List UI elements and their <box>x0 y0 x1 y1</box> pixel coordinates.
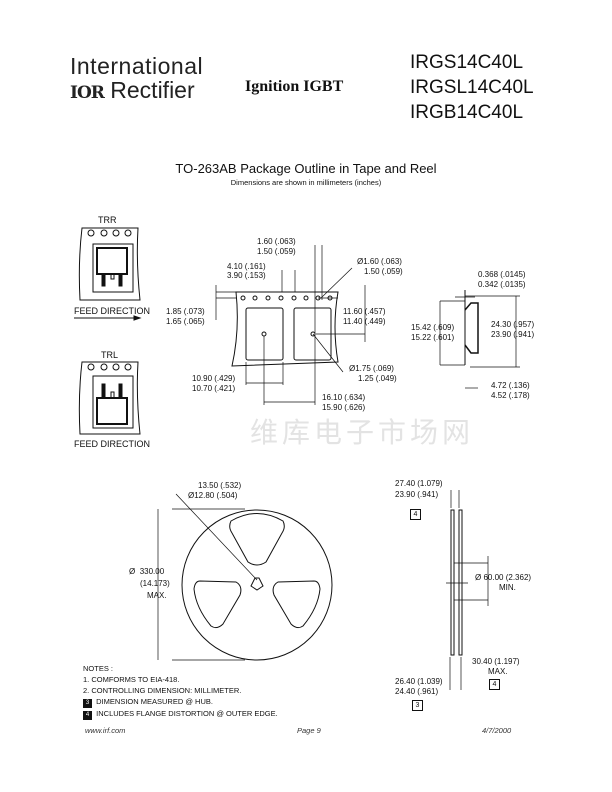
note-3: 3 DIMENSION MEASURED @ HUB. <box>83 696 278 708</box>
dim: 0.342 (.0135) <box>478 280 526 289</box>
dim: 11.40 (.449) <box>343 317 386 326</box>
dim: 13.50 (.532) <box>198 481 242 490</box>
dim: (14.173) <box>140 579 170 588</box>
dim: 1.85 (.073) <box>166 307 205 316</box>
ior-logo: IOR <box>70 83 105 103</box>
notes-heading: NOTES : <box>83 664 114 673</box>
watermark: 维库电子市场网 <box>250 416 475 449</box>
dim: Ø1.75 (.069) <box>349 364 394 373</box>
dim: 0.368 (.0145) <box>478 270 526 279</box>
dim: 1.25 (.049) <box>358 374 397 383</box>
tape-diagram <box>215 245 366 405</box>
part-number-2: IRGSL14C40L <box>410 77 534 98</box>
dim: MAX. <box>147 591 167 600</box>
dim: MIN. <box>499 583 516 592</box>
notes: NOTES : 1. COMFORMS TO EIA-418. 2. CONTR… <box>83 663 278 720</box>
page-subtitle: Dimensions are shown in millimeters (inc… <box>230 178 382 187</box>
note-ref-4: 4 <box>410 509 421 520</box>
trl-label: TRL <box>101 350 119 360</box>
dim: 24.40 (.961) <box>395 687 439 696</box>
note-ref-4: 4 <box>489 679 500 690</box>
reel-front <box>157 493 333 661</box>
page-title: TO-263AB Package Outline in Tape and Ree… <box>175 161 437 176</box>
feed-direction-1: FEED DIRECTION <box>74 306 151 316</box>
dim: 11.60 (.457) <box>343 307 386 316</box>
note-ref-3: 3 <box>412 700 423 711</box>
dim: 4.10 (.161) <box>227 262 266 271</box>
dim: 23.90 (.941) <box>395 490 439 499</box>
company-name-line1: International <box>70 53 204 79</box>
dim: Ø 330.00 <box>129 567 165 576</box>
dim: 10.90 (.429) <box>192 374 236 383</box>
note-2: 2. CONTROLLING DIMENSION: MILLIMETER. <box>83 686 242 695</box>
dim: 10.70 (.421) <box>192 384 236 393</box>
footer-page: Page 9 <box>297 726 321 735</box>
reel-side <box>446 490 489 690</box>
dim: 4.72 (.136) <box>491 381 530 390</box>
dim: 1.60 (.063) <box>257 237 296 246</box>
dim: 27.40 (1.079) <box>395 479 443 488</box>
dim: 30.40 (1.197) <box>472 657 520 666</box>
trl-icon <box>78 361 141 435</box>
trr-label: TRR <box>98 215 117 225</box>
footer-website[interactable]: www.irf.com <box>85 726 126 735</box>
dim: 3.90 (.153) <box>227 271 266 280</box>
feed-direction-2: FEED DIRECTION <box>74 439 151 449</box>
company-logo: IOR Rectifier <box>70 78 195 105</box>
dim: 4.52 (.178) <box>491 391 530 400</box>
part-number-3: IRGB14C40L <box>410 102 524 123</box>
dim: 16.10 (.634) <box>322 393 366 402</box>
product-type: Ignition IGBT <box>245 78 344 95</box>
dim: 1.65 (.065) <box>166 317 205 326</box>
dim: 26.40 (1.039) <box>395 677 443 686</box>
footer-date: 4/7/2000 <box>482 726 512 735</box>
note-1: 1. COMFORMS TO EIA-418. <box>83 675 180 684</box>
dim: 1.50 (.059) <box>364 267 403 276</box>
dim: 15.90 (.626) <box>322 403 366 412</box>
dim: 1.50 (.059) <box>257 247 296 256</box>
note-4: 4 INCLUDES FLANGE DISTORTION @ OUTER EDG… <box>83 708 278 720</box>
dim: 15.42 (.609) <box>411 323 455 332</box>
dim: 23.90 (.941) <box>491 330 535 339</box>
dim: 24.30 (.957) <box>491 320 535 329</box>
tape-profile <box>439 290 520 389</box>
dim: Ø 60.00 (2.362) <box>475 573 532 582</box>
dim: Ø12.80 (.504) <box>188 491 238 500</box>
dim: MAX. <box>488 667 508 676</box>
dim: 15.22 (.601) <box>411 333 455 342</box>
trr-icon <box>78 227 141 301</box>
dim: Ø1.60 (.063) <box>357 257 402 266</box>
company-name-line2: Rectifier <box>110 77 195 103</box>
part-number-1: IRGS14C40L <box>410 52 524 73</box>
